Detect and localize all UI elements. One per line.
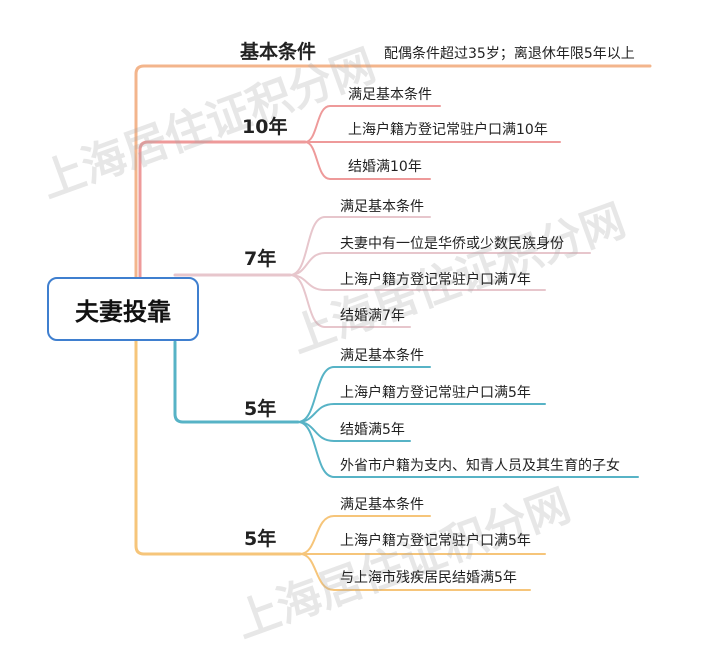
connector-5ya-leaf-3 — [297, 421, 639, 478]
leaf-5ya-2: 结婚满5年 — [340, 422, 405, 438]
leaf-7y-2: 上海户籍方登记常驻户口满7年 — [340, 272, 531, 288]
connector-5ya-leaf-1 — [297, 403, 546, 423]
connector-5yb-leaf-2 — [299, 553, 531, 591]
connector-7y-leaf-1 — [289, 252, 591, 276]
branch-7-years[interactable]: 7年 — [244, 248, 277, 270]
leaf-5ya-1: 上海户籍方登记常驻户口满5年 — [340, 385, 531, 401]
branch-5-years-a[interactable]: 5年 — [244, 398, 277, 420]
leaf-5ya-3: 外省市户籍为支内、知青人员及其生育的子女 — [340, 458, 620, 474]
branch-10-years[interactable]: 10年 — [242, 116, 288, 138]
leaf-10y-1: 上海户籍方登记常驻户口满10年 — [348, 122, 548, 138]
leaf-7y-3: 结婚满7年 — [340, 308, 405, 324]
leaf-5ya-0: 满足基本条件 — [340, 348, 424, 364]
connector-10y-leaf-0 — [304, 105, 441, 143]
branch-basic-conditions[interactable]: 基本条件 — [240, 41, 317, 63]
leaf-7y-1: 夫妻中有一位是华侨或少数民族身份 — [340, 236, 564, 252]
leaf-10y-2: 结婚满10年 — [348, 159, 422, 175]
leaf-basic-0: 配偶条件超过35岁；离退休年限5年以上 — [384, 46, 635, 62]
connector-10y — [138, 140, 307, 302]
connector-7y-leaf-0 — [289, 216, 431, 276]
leaf-5yb-0: 满足基本条件 — [340, 497, 424, 513]
connector-5ya-leaf-0 — [297, 366, 431, 423]
connector-5ya — [173, 340, 300, 424]
connector-7y-leaf-3 — [289, 274, 411, 328]
root-node[interactable]: 夫妻投靠 — [47, 277, 199, 341]
leaf-7y-0: 满足基本条件 — [340, 199, 424, 215]
connector-10y-leaf-2 — [304, 141, 431, 180]
connector-5yb — [134, 298, 302, 556]
leaf-5yb-1: 上海户籍方登记常驻户口满5年 — [340, 533, 531, 549]
connector-5yb-leaf-0 — [299, 515, 431, 555]
branch-5-years-b[interactable]: 5年 — [244, 528, 277, 550]
connector-basic — [134, 64, 652, 302]
leaf-5yb-2: 与上海市残疾居民结婚满5年 — [340, 570, 517, 586]
leaf-10y-0: 满足基本条件 — [348, 87, 432, 103]
root-label: 夫妻投靠 — [75, 297, 171, 326]
